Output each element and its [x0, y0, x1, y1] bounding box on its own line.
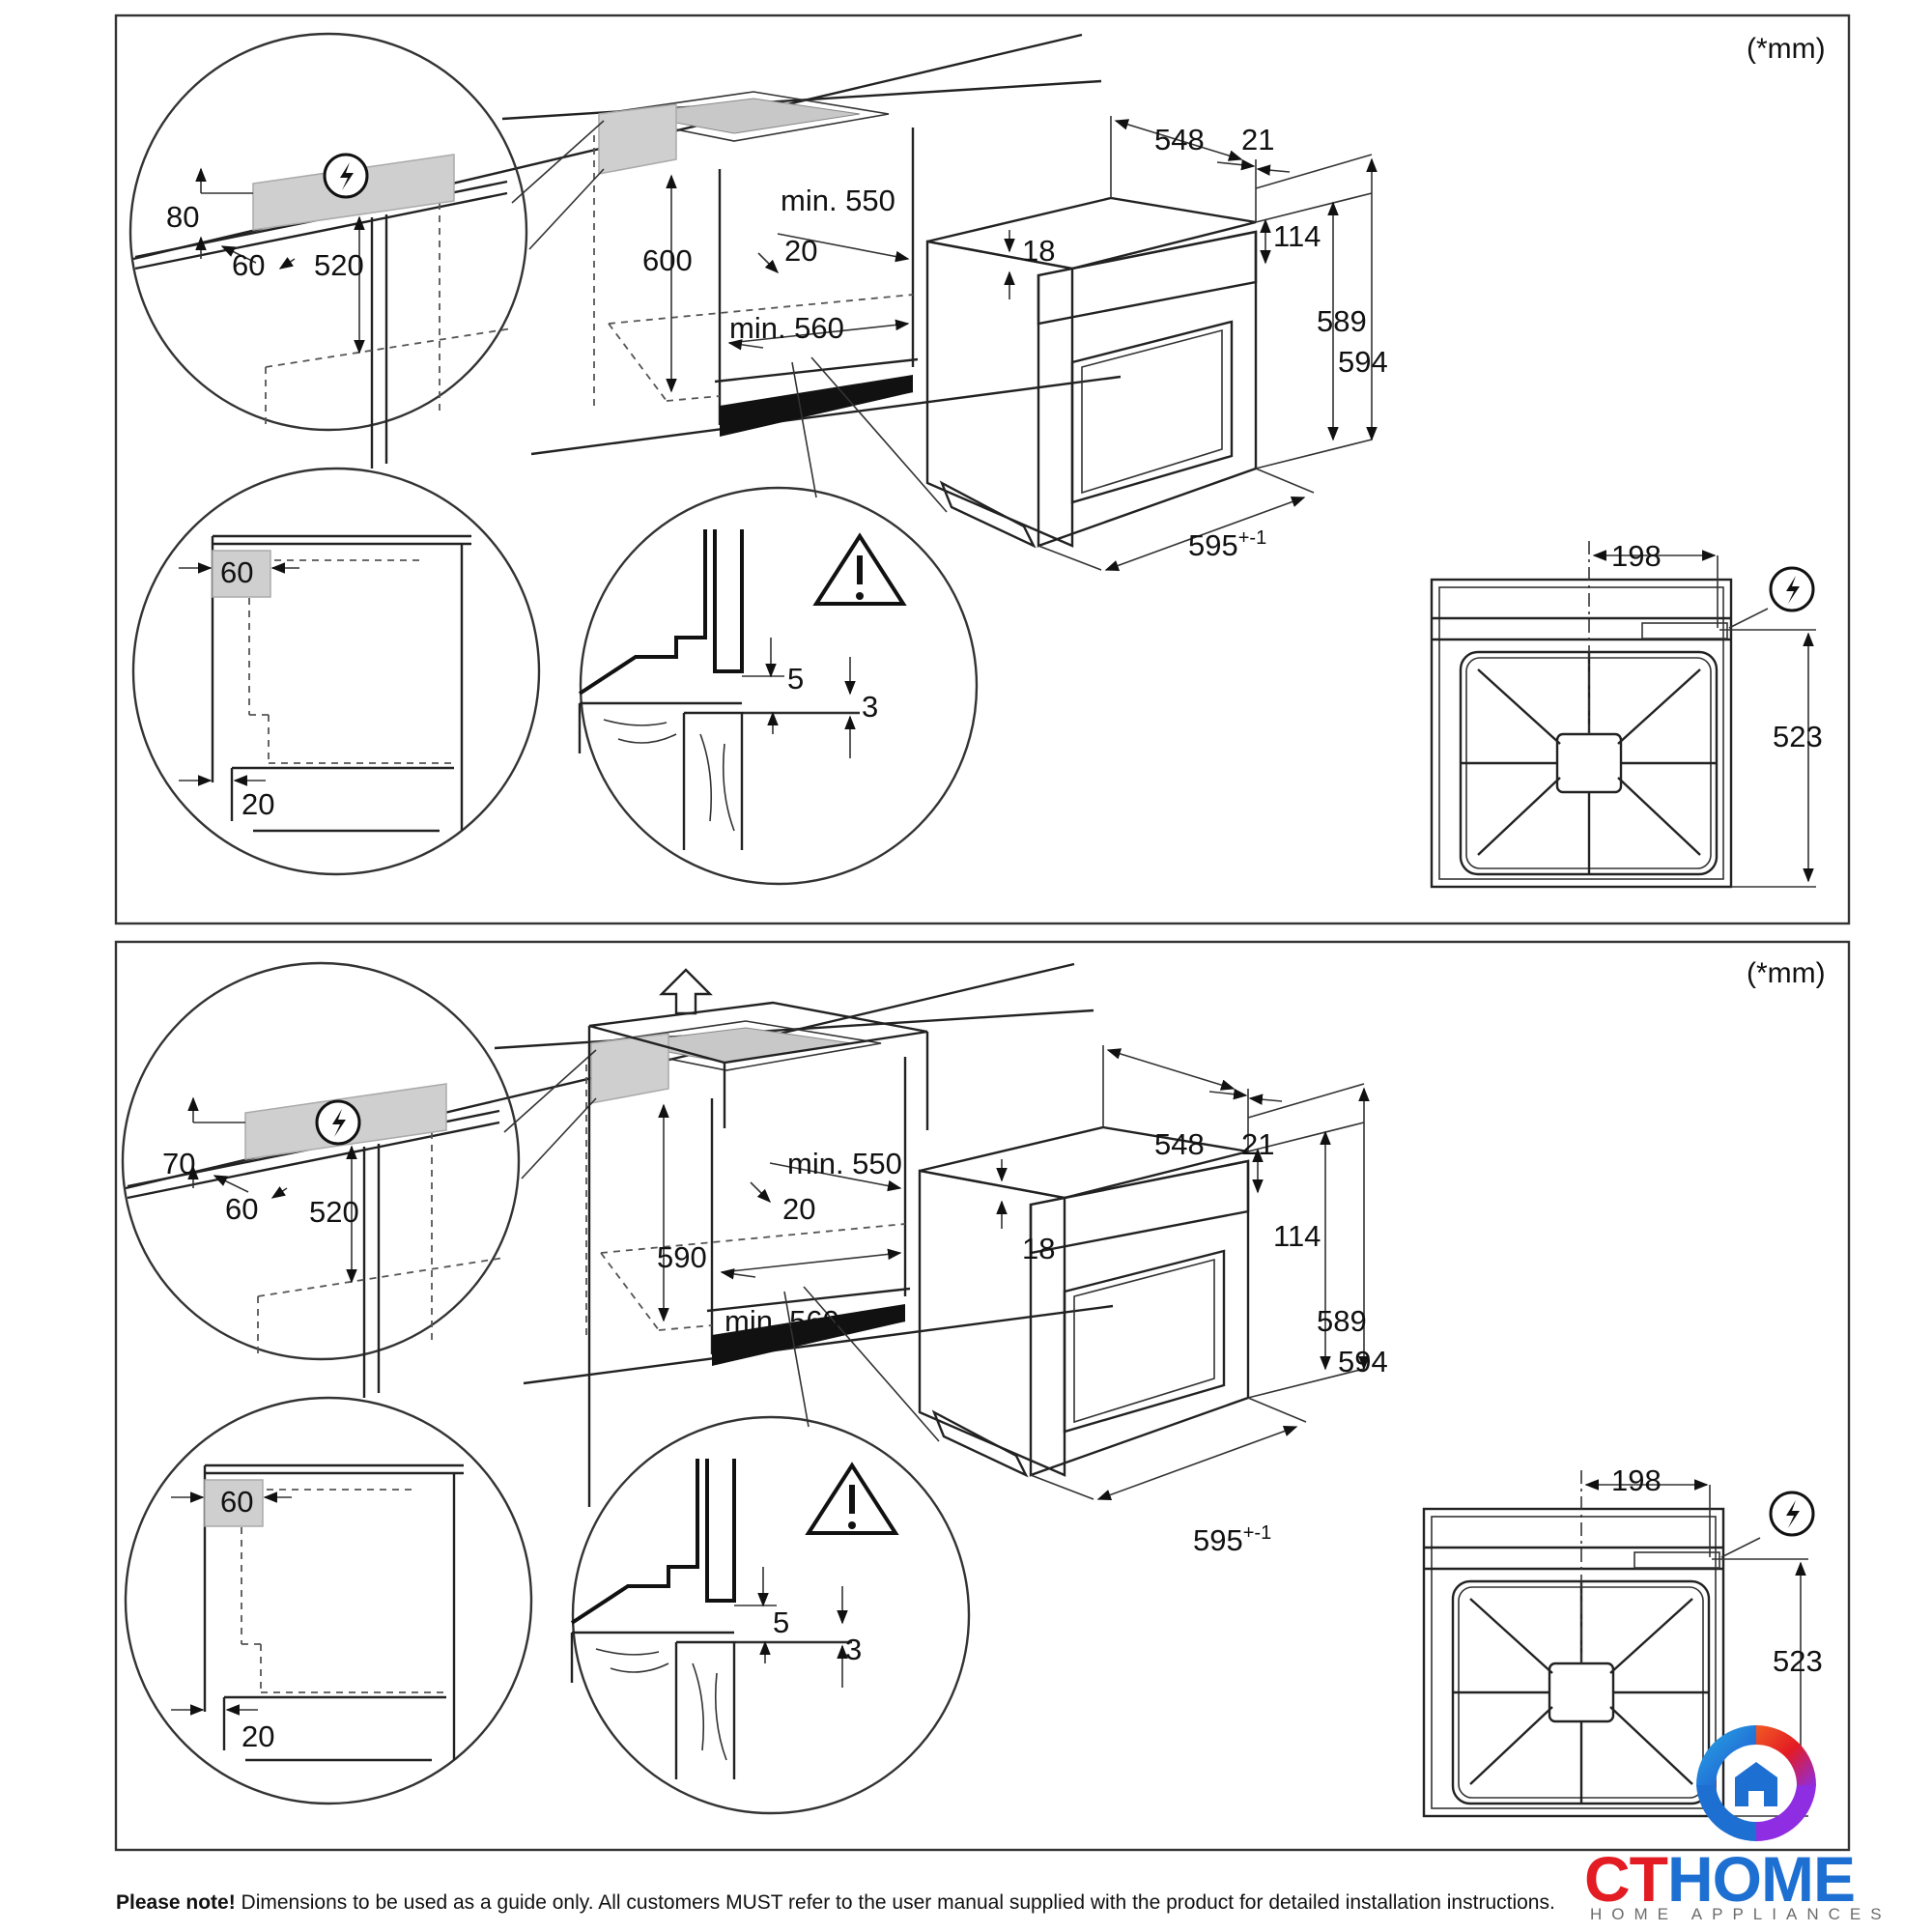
- socket-top-label: 70: [162, 1147, 195, 1180]
- niche-width-label: min. 560: [729, 311, 844, 345]
- oven-door-label: 21: [1241, 1127, 1274, 1161]
- niche-rear-gap-label: 20: [784, 234, 817, 268]
- power-socket-icon: [1769, 1491, 1815, 1537]
- power-socket-icon: [315, 1099, 361, 1146]
- cthome-logo-icon: [1696, 1725, 1816, 1842]
- footer-note-label: Please note!: [116, 1891, 236, 1914]
- oven-control-label: 114: [1273, 1219, 1321, 1253]
- rear-height-label: 523: [1773, 720, 1823, 753]
- niche-depth-label: min. 550: [787, 1147, 902, 1180]
- side-top-label: 60: [220, 555, 253, 589]
- panel-bottom-frame: [114, 940, 1851, 1852]
- rear-height-label: 523: [1773, 1644, 1823, 1678]
- socket-height-label: 520: [314, 248, 364, 282]
- oven-depth-label: 548: [1154, 123, 1205, 156]
- rear-offset-label: 198: [1611, 1463, 1662, 1497]
- power-socket-icon: [1769, 566, 1815, 612]
- brand-logo: CTHOME HOME APPLIANCES: [1584, 1847, 1922, 1924]
- footer-note-text: Dimensions to be used as a guide only. A…: [235, 1891, 1555, 1914]
- rear-offset-label: 198: [1611, 539, 1662, 573]
- oven-height-b-label: 594: [1338, 1345, 1388, 1378]
- brand-name: CTHOME: [1584, 1847, 1922, 1911]
- gap-a-label: 5: [787, 662, 804, 696]
- niche-width-label: min. 560: [724, 1304, 839, 1338]
- oven-control-label: 114: [1273, 219, 1321, 253]
- oven-height-a-label: 589: [1317, 304, 1367, 338]
- brand-home: HOME: [1666, 1843, 1856, 1915]
- footer-note: Please note! Dimensions to be used as a …: [116, 1891, 1555, 1915]
- gap-b-label: 3: [862, 690, 878, 724]
- panel-top-frame: [114, 14, 1851, 925]
- brand-ct: CT: [1584, 1843, 1668, 1915]
- oven-height-b-label: 594: [1338, 345, 1388, 379]
- side-top-label: 60: [220, 1485, 253, 1519]
- socket-left-label: 60: [225, 1192, 258, 1226]
- socket-height-label: 520: [309, 1195, 359, 1229]
- airflow-arrow-icon: [659, 968, 713, 1015]
- niche-height-label: 590: [657, 1240, 707, 1274]
- oven-depth-label: 548: [1154, 1127, 1205, 1161]
- side-bottom-label: 20: [242, 787, 274, 821]
- panel-bottom: (*mm) 590 min. 550 20 min. 560 70 60 520…: [114, 940, 1851, 1852]
- gap-b-label: 3: [845, 1633, 862, 1666]
- socket-top-label: 80: [166, 200, 199, 234]
- niche-depth-label: min. 550: [781, 184, 895, 217]
- gap-a-label: 5: [773, 1605, 789, 1639]
- niche-height-label: 600: [642, 243, 693, 277]
- oven-door-label: 21: [1241, 123, 1274, 156]
- oven-panel-label: 18: [1022, 234, 1055, 268]
- oven-width-label: 595+-1: [1188, 527, 1266, 562]
- power-socket-icon: [323, 153, 369, 199]
- oven-width-label: 595+-1: [1193, 1522, 1271, 1557]
- panel-top: (*mm) 600 min. 550 20 min. 560 80 60 520…: [114, 14, 1851, 925]
- panel-top-unit: (*mm): [1747, 33, 1826, 65]
- oven-height-a-label: 589: [1317, 1304, 1367, 1338]
- socket-left-label: 60: [232, 248, 265, 282]
- oven-panel-label: 18: [1022, 1232, 1055, 1265]
- side-bottom-label: 20: [242, 1719, 274, 1753]
- panel-bottom-unit: (*mm): [1747, 957, 1826, 989]
- niche-rear-gap-label: 20: [782, 1192, 815, 1226]
- brand-tagline: HOME APPLIANCES: [1590, 1905, 1891, 1923]
